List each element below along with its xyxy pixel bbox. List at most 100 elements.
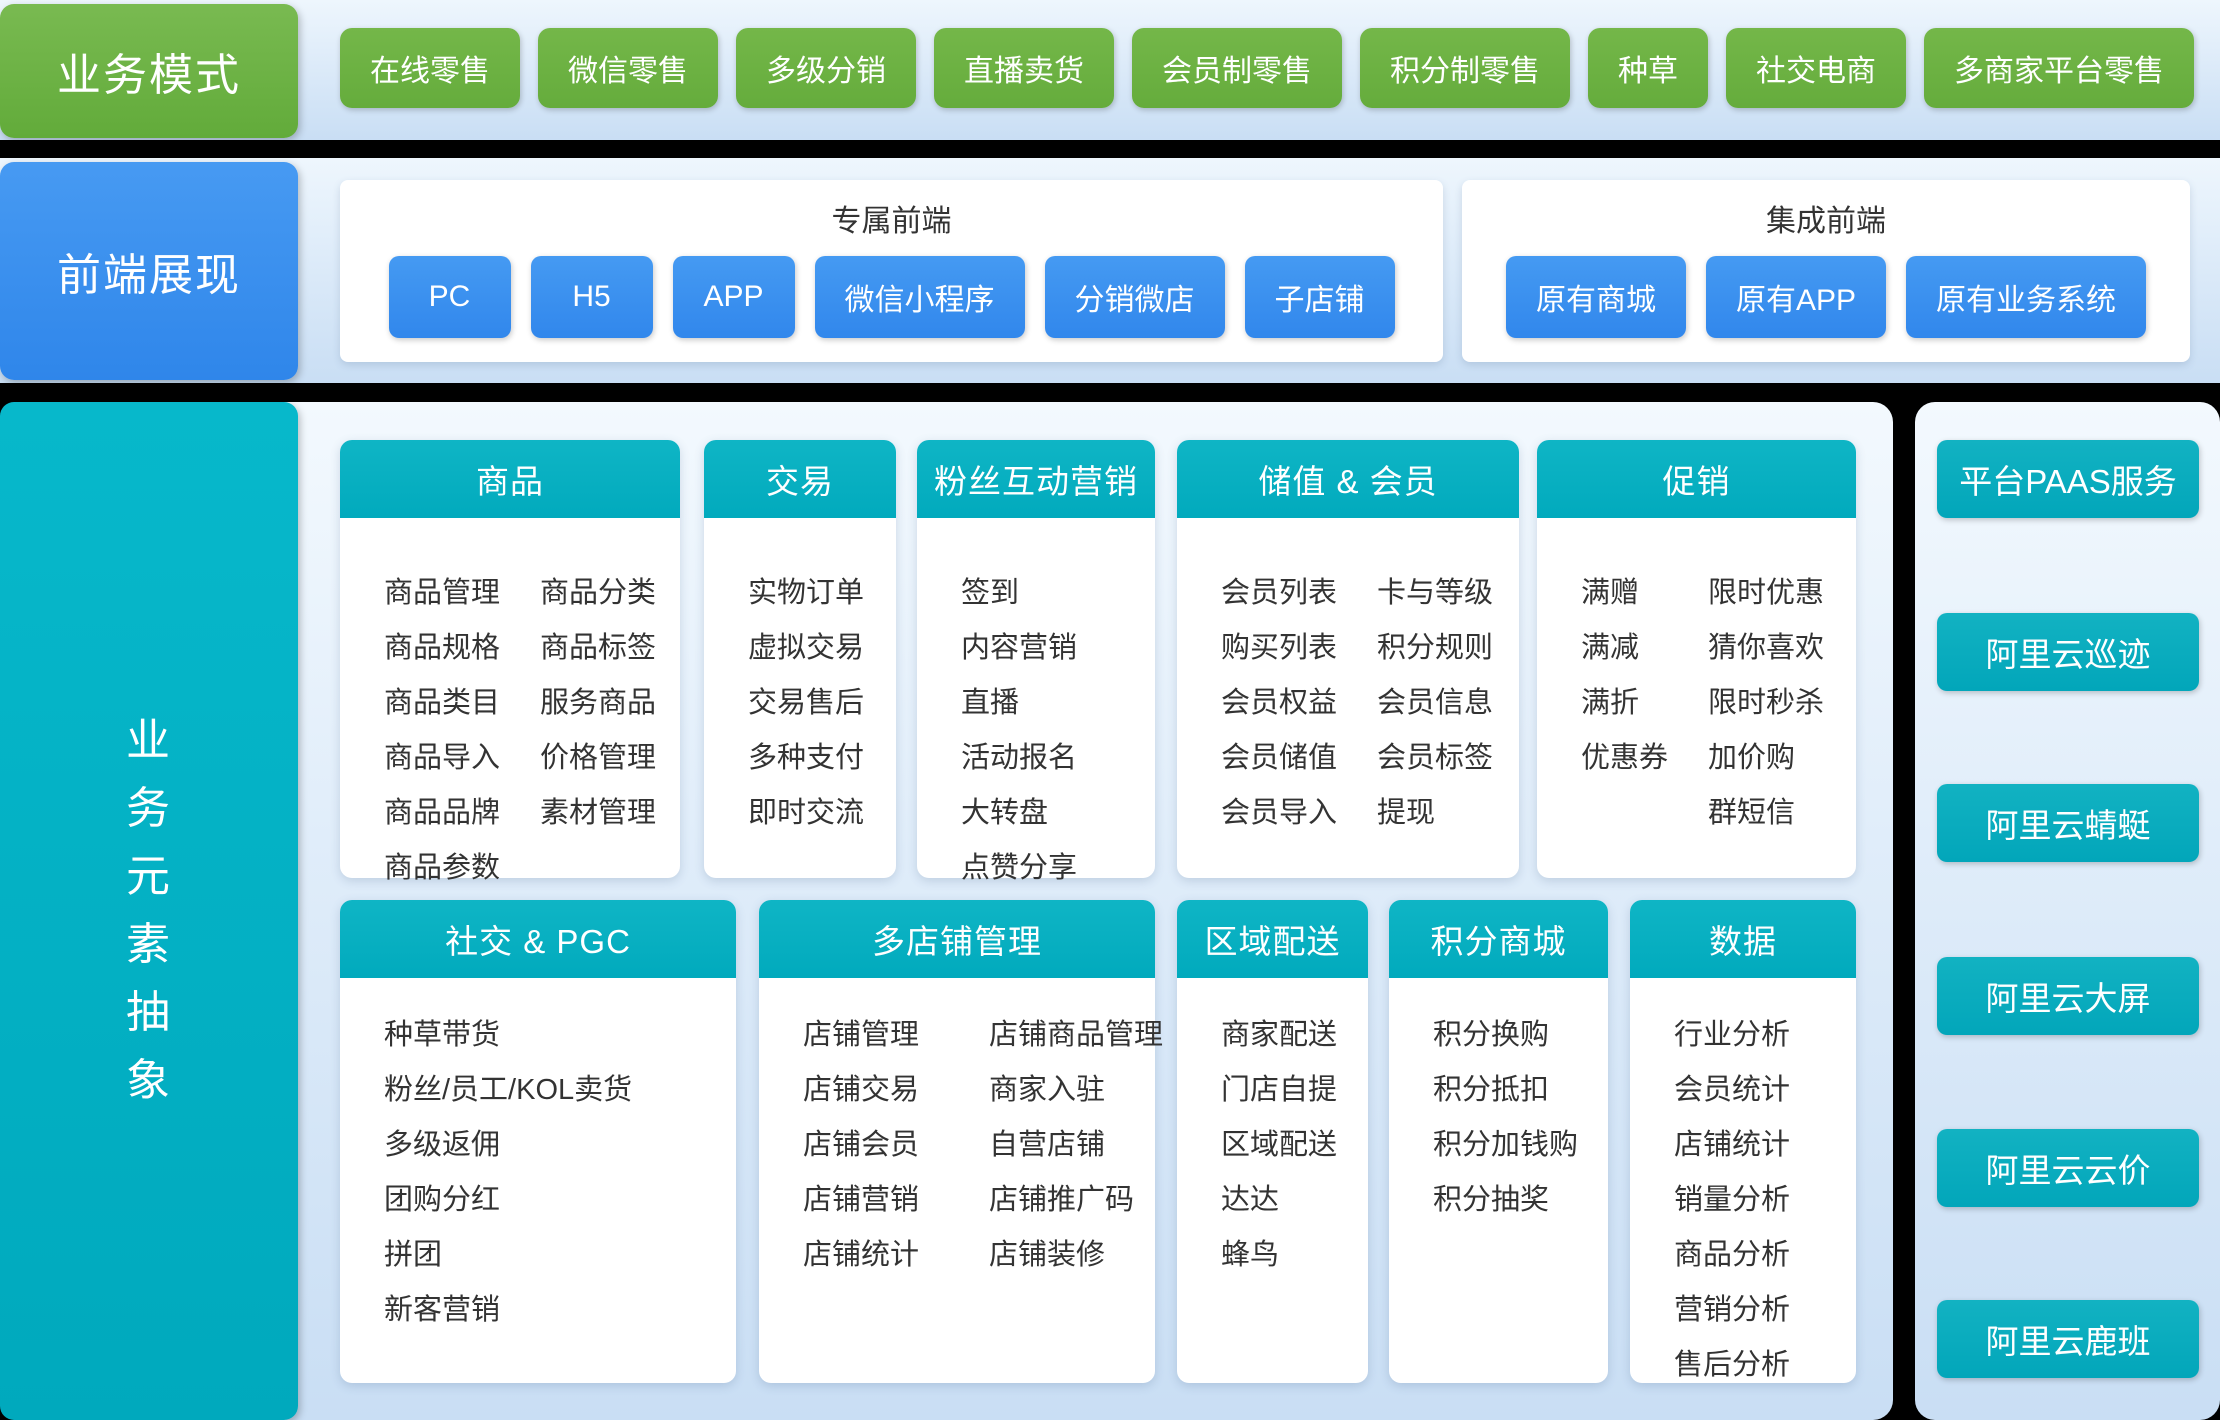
business-mode-button-3[interactable]: 直播卖货 bbox=[934, 28, 1114, 108]
element-card-body-delivery: 商家配送门店自提区域配送达达蜂鸟 bbox=[1177, 978, 1368, 1283]
card-item: 店铺营销 bbox=[803, 1184, 920, 1216]
element-card-column: 商家配送门店自提区域配送达达蜂鸟 bbox=[1221, 1008, 1337, 1283]
business-mode-button-6[interactable]: 种草 bbox=[1588, 28, 1708, 108]
business-mode-label-text: 业务模式 bbox=[57, 51, 241, 100]
card-item: 会员统计 bbox=[1674, 1074, 1791, 1106]
card-item: 商品品牌 bbox=[384, 797, 501, 829]
card-item: 门店自提 bbox=[1221, 1074, 1338, 1106]
card-item: 商品管理 bbox=[384, 577, 501, 609]
card-item: 商家配送 bbox=[1221, 1019, 1338, 1051]
element-card-body-data: 行业分析会员统计店铺统计销量分析商品分析营销分析售后分析 bbox=[1630, 978, 1856, 1393]
paas-button-5[interactable]: 阿里云鹿班 bbox=[1937, 1300, 2199, 1378]
business-mode-button-1[interactable]: 微信零售 bbox=[538, 28, 718, 108]
business-elements-label-char: 务 bbox=[126, 784, 172, 833]
element-card-body-points: 积分换购积分抵扣积分加钱购积分抽奖 bbox=[1389, 978, 1608, 1228]
card-item: 店铺装修 bbox=[989, 1239, 1106, 1271]
card-item: 价格管理 bbox=[540, 742, 657, 774]
card-item: 限时秒杀 bbox=[1708, 687, 1825, 719]
business-mode-label: 业务模式 bbox=[0, 4, 298, 138]
paas-button-3[interactable]: 阿里云大屏 bbox=[1937, 957, 2199, 1035]
card-item: 实物订单 bbox=[748, 577, 865, 609]
element-card-body-goods: 商品管理商品规格商品类目商品导入商品品牌商品参数商品分类商品标签服务商品价格管理… bbox=[340, 518, 680, 896]
card-item: 团购分红 bbox=[384, 1184, 501, 1216]
card-item: 商品规格 bbox=[384, 632, 501, 664]
card-item: 商品标签 bbox=[540, 632, 657, 664]
paas-panel: 平台PAAS服务阿里云巡迹阿里云蜻蜓阿里云大屏阿里云云价阿里云鹿班 bbox=[1915, 402, 2220, 1420]
business-mode-button-0[interactable]: 在线零售 bbox=[340, 28, 520, 108]
frontend-button-0-3[interactable]: 微信小程序 bbox=[814, 256, 1025, 338]
business-elements-panel: 业务元素抽象 商品商品管理商品规格商品类目商品导入商品品牌商品参数商品分类商品标… bbox=[0, 402, 1893, 1420]
element-card-title: 积分商城 bbox=[1430, 923, 1567, 960]
element-card-title: 多店铺管理 bbox=[872, 923, 1042, 960]
card-item: 卡与等级 bbox=[1377, 577, 1494, 609]
element-card-title: 商品 bbox=[476, 463, 544, 500]
element-card-promo: 促销满赠满减满折优惠券限时优惠猜你喜欢限时秒杀加价购群短信 bbox=[1537, 440, 1856, 878]
card-item: 积分换购 bbox=[1433, 1019, 1550, 1051]
element-card-goods: 商品商品管理商品规格商品类目商品导入商品品牌商品参数商品分类商品标签服务商品价格… bbox=[340, 440, 680, 884]
element-card-column: 会员列表购买列表会员权益会员储值会员导入 bbox=[1221, 566, 1337, 841]
element-card-header-data: 数据 bbox=[1630, 900, 1856, 978]
element-card-title: 数据 bbox=[1709, 923, 1777, 960]
element-card-column: 店铺商品管理商家入驻自营店铺店铺推广码店铺装修 bbox=[989, 1008, 1163, 1283]
card-item: 加价购 bbox=[1708, 742, 1796, 774]
frontend-button-0-1[interactable]: H5 bbox=[530, 256, 653, 338]
frontend-button-1-1[interactable]: 原有APP bbox=[1705, 256, 1887, 338]
element-card-trade: 交易实物订单虚拟交易交易售后多种支付即时交流 bbox=[704, 440, 896, 878]
card-item: 拼团 bbox=[384, 1239, 443, 1271]
card-item: 内容营销 bbox=[961, 632, 1078, 664]
element-card-header-social: 社交 & PGC bbox=[340, 900, 736, 978]
card-item: 种草带货 bbox=[384, 1019, 501, 1051]
card-item: 素材管理 bbox=[540, 797, 657, 829]
card-item: 优惠券 bbox=[1581, 742, 1669, 774]
element-card-column: 实物订单虚拟交易交易售后多种支付即时交流 bbox=[748, 566, 864, 841]
element-card-header-trade: 交易 bbox=[704, 440, 896, 518]
frontend-button-0-2[interactable]: APP bbox=[672, 256, 795, 338]
paas-button-0[interactable]: 平台PAAS服务 bbox=[1937, 440, 2199, 518]
business-mode-button-4[interactable]: 会员制零售 bbox=[1132, 28, 1342, 108]
card-item: 售后分析 bbox=[1674, 1349, 1791, 1381]
element-card-header-promo: 促销 bbox=[1537, 440, 1856, 518]
frontend-button-1-2[interactable]: 原有业务系统 bbox=[1906, 256, 2147, 338]
business-mode-button-2[interactable]: 多级分销 bbox=[736, 28, 916, 108]
frontend-label: 前端展现 bbox=[0, 162, 298, 380]
element-card-title: 粉丝互动营销 bbox=[934, 463, 1138, 500]
card-item: 商品类目 bbox=[384, 687, 501, 719]
paas-button-1[interactable]: 阿里云巡迹 bbox=[1937, 613, 2199, 691]
element-card-column: 卡与等级积分规则会员信息会员标签提现 bbox=[1377, 566, 1493, 841]
card-item: 自营店铺 bbox=[989, 1129, 1106, 1161]
card-item: 店铺统计 bbox=[1674, 1129, 1791, 1161]
card-item: 即时交流 bbox=[748, 797, 865, 829]
frontend-button-1-0[interactable]: 原有商城 bbox=[1505, 256, 1686, 338]
card-item: 多级返佣 bbox=[384, 1129, 501, 1161]
element-card-header-multishop: 多店铺管理 bbox=[759, 900, 1155, 978]
card-item: 营销分析 bbox=[1674, 1294, 1791, 1326]
frontend-button-0-0[interactable]: PC bbox=[388, 256, 511, 338]
frontend-button-0-4[interactable]: 分销微店 bbox=[1044, 256, 1225, 338]
card-item: 积分加钱购 bbox=[1433, 1129, 1579, 1161]
business-elements-label-char: 业 bbox=[126, 716, 172, 765]
paas-button-2[interactable]: 阿里云蜻蜓 bbox=[1937, 784, 2199, 862]
card-item: 签到 bbox=[961, 577, 1020, 609]
frontend-button-0-5[interactable]: 子店铺 bbox=[1244, 256, 1395, 338]
element-card-header-goods: 商品 bbox=[340, 440, 680, 518]
card-item: 达达 bbox=[1221, 1184, 1280, 1216]
exclusive-frontend-title: 专属前端 bbox=[831, 205, 952, 238]
business-mode-button-5[interactable]: 积分制零售 bbox=[1360, 28, 1570, 108]
card-item: 商家入驻 bbox=[989, 1074, 1106, 1106]
element-card-body-fans: 签到内容营销直播活动报名大转盘点赞分享 bbox=[917, 518, 1155, 896]
card-item: 提现 bbox=[1377, 797, 1436, 829]
card-item: 商品导入 bbox=[384, 742, 501, 774]
card-item: 直播 bbox=[961, 687, 1020, 719]
card-item: 交易售后 bbox=[748, 687, 865, 719]
element-card-column: 商品管理商品规格商品类目商品导入商品品牌商品参数 bbox=[384, 566, 500, 896]
paas-button-4[interactable]: 阿里云云价 bbox=[1937, 1129, 2199, 1207]
card-item: 粉丝/员工/KOL卖货 bbox=[384, 1074, 633, 1106]
business-elements-label-char: 素 bbox=[126, 920, 172, 969]
element-card-body-trade: 实物订单虚拟交易交易售后多种支付即时交流 bbox=[704, 518, 896, 841]
card-item: 虚拟交易 bbox=[748, 632, 865, 664]
business-mode-button-strip: 在线零售微信零售多级分销直播卖货会员制零售积分制零售种草社交电商多商家平台零售 bbox=[340, 28, 2194, 108]
business-mode-button-8[interactable]: 多商家平台零售 bbox=[1924, 28, 2194, 108]
business-mode-button-7[interactable]: 社交电商 bbox=[1726, 28, 1906, 108]
